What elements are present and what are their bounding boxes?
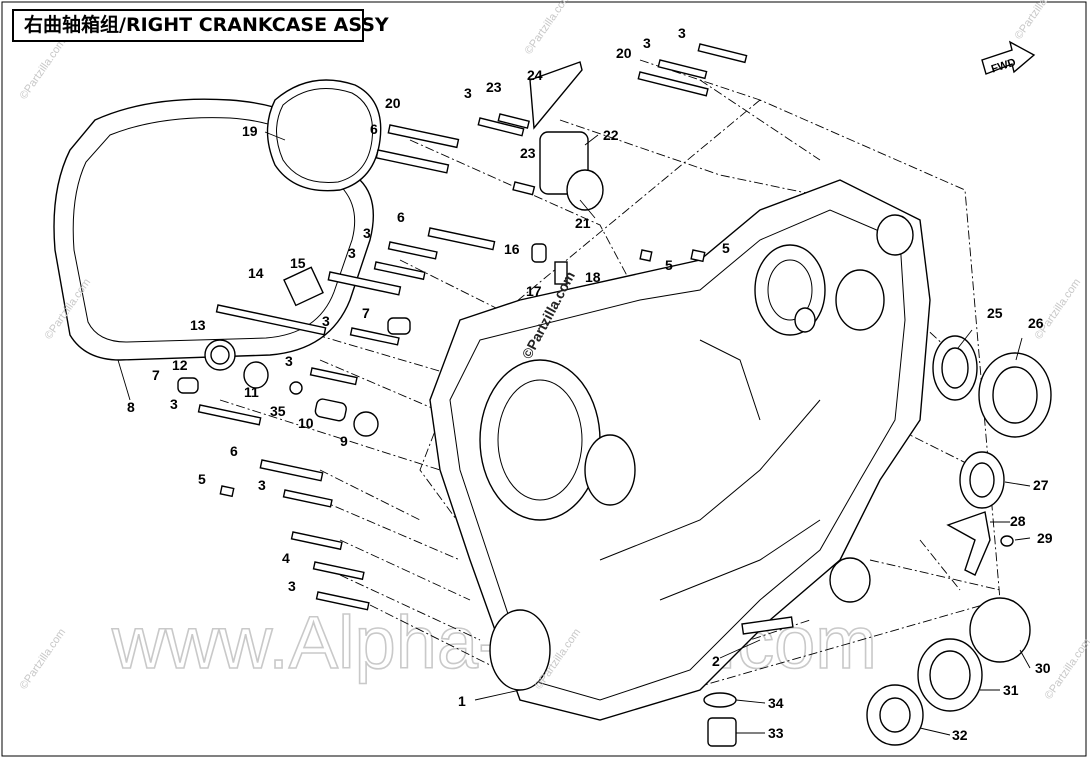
callout-7: 7 — [362, 305, 370, 321]
partzilla-stamp-bottom-left: ©Partzilla.com — [18, 627, 69, 692]
callout-20: 20 — [616, 45, 632, 61]
callout-21: 21 — [575, 215, 591, 231]
partzilla-stamp-top-right: ©Partzilla.com — [1013, 0, 1064, 42]
callout-10: 10 — [298, 415, 314, 431]
callout-8: 8 — [127, 399, 135, 415]
callout-27: 27 — [1033, 477, 1049, 493]
callout-3: 3 — [288, 578, 296, 594]
callout-5: 5 — [722, 240, 730, 256]
callout-3: 3 — [678, 25, 686, 41]
callout-34: 34 — [768, 695, 784, 711]
callout-29: 29 — [1037, 530, 1053, 546]
callout-35: 35 — [270, 403, 286, 419]
callout-15: 15 — [290, 255, 306, 271]
cover-gasket — [266, 79, 382, 192]
cover-gasket-inner — [276, 88, 374, 184]
callout-5: 5 — [198, 471, 206, 487]
callout-9: 9 — [340, 433, 348, 449]
callout-33: 33 — [768, 725, 784, 741]
callout-3: 3 — [285, 353, 293, 369]
right-crankcase-housing — [429, 179, 931, 721]
callout-3: 3 — [363, 225, 371, 241]
callout-24: 24 — [527, 67, 543, 83]
callout-3: 3 — [258, 477, 266, 493]
callout-7: 7 — [152, 367, 160, 383]
bolt-set — [177, 43, 1052, 747]
partzilla-stamp-left: ©Partzilla.com — [18, 37, 69, 102]
callout-12: 12 — [172, 357, 188, 373]
callout-3: 3 — [322, 313, 330, 329]
callout-13: 13 — [190, 317, 206, 333]
callout-23: 23 — [520, 145, 536, 161]
callout-25: 25 — [987, 305, 1003, 321]
callout-6: 6 — [230, 443, 238, 459]
callout-17: 17 — [526, 283, 542, 299]
callout-3: 3 — [643, 35, 651, 51]
callout-14: 14 — [248, 265, 264, 281]
callout-31: 31 — [1003, 682, 1019, 698]
callout-2: 2 — [712, 653, 720, 669]
callout-23: 23 — [486, 79, 502, 95]
callout-16: 16 — [504, 241, 520, 257]
callout-11: 11 — [244, 384, 259, 400]
partzilla-stamp-mid-right: ©Partzilla.com — [1033, 277, 1084, 342]
crankcase-gasket-inner — [72, 117, 356, 343]
callout-5: 5 — [665, 257, 673, 273]
callout-3: 3 — [464, 85, 472, 101]
diagram-title: 右曲轴箱组/RIGHT CRANKCASE ASSY — [12, 9, 389, 42]
callout-3: 3 — [170, 396, 178, 412]
callout-26: 26 — [1028, 315, 1044, 331]
forward-arrow-icon: FWD — [981, 40, 1036, 76]
leader-lines — [117, 131, 1031, 736]
callout-labels: 1 2 3 3 3 3 3 3 3 3 3 3 4 5 5 5 6 6 6 7 … — [127, 25, 1053, 743]
partzilla-stamp-top: ©Partzilla.com — [523, 0, 574, 57]
callout-19: 19 — [242, 123, 258, 139]
callout-3: 3 — [348, 245, 356, 261]
callout-22: 22 — [603, 127, 619, 143]
callout-18: 18 — [585, 269, 601, 285]
callout-1: 1 — [458, 693, 466, 709]
callout-32: 32 — [952, 727, 968, 743]
callout-6: 6 — [370, 121, 378, 137]
callout-28: 28 — [1010, 513, 1026, 529]
callout-30: 30 — [1035, 660, 1051, 676]
callout-4: 4 — [282, 550, 290, 566]
callout-20: 20 — [385, 95, 401, 111]
callout-6: 6 — [397, 209, 405, 225]
